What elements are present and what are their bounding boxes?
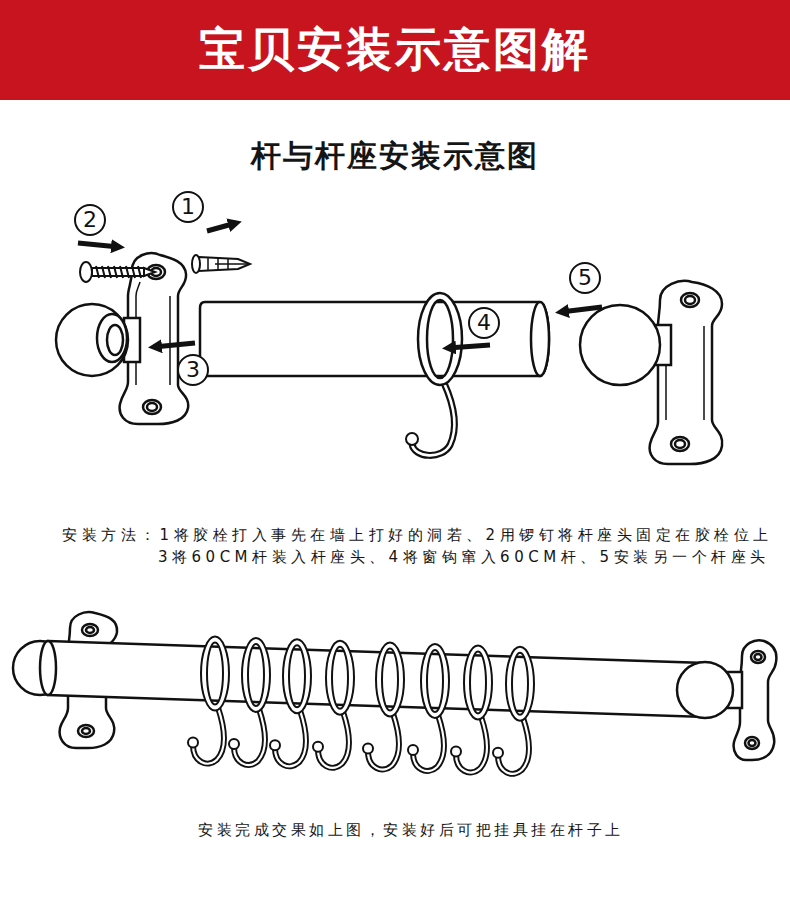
assembled-rod (751, 651, 765, 663)
curtain-hooks (408, 644, 449, 771)
curtain-hooks (188, 637, 229, 764)
curtain-hook (406, 433, 418, 445)
assembled-rod (40, 641, 56, 695)
right-bracket (580, 305, 660, 385)
curtain-hooks (493, 647, 534, 774)
assembled-rod (749, 740, 756, 746)
curtain-hooks (451, 645, 492, 772)
assembled-rod (755, 654, 762, 660)
curtain-hook (412, 383, 454, 455)
left-bracket (120, 253, 189, 424)
left-bracket (107, 325, 123, 355)
assembled-rod (86, 627, 94, 633)
screw (80, 262, 92, 282)
callout-number: 4 (477, 312, 491, 334)
left-bracket (56, 304, 128, 376)
callout-number: 5 (578, 267, 592, 289)
assembled-rod (745, 737, 759, 749)
wall-anchor (192, 255, 200, 273)
wall-anchor (208, 258, 250, 271)
screw (92, 268, 144, 276)
assembled-rod (13, 612, 776, 760)
curtain-hook (412, 383, 454, 455)
wall-anchor (192, 255, 250, 273)
callout-number: 5 (569, 262, 601, 294)
assembled-rod (677, 662, 733, 718)
left-bracket (56, 253, 188, 424)
direction-arrow (78, 223, 602, 348)
curtain-hooks (363, 643, 404, 770)
callout-number: 2 (83, 209, 97, 231)
curtain-hooks (313, 641, 354, 768)
callout-number: 3 (177, 354, 209, 386)
right-bracket (685, 296, 695, 304)
callout-number: 4 (468, 307, 500, 339)
curtain-hook (406, 293, 462, 455)
wall-anchor (199, 257, 250, 271)
screw (96, 266, 141, 278)
callout-number: 2 (74, 204, 106, 236)
section-heading: 杆与杆座安装示意图 (0, 136, 790, 177)
callout-number: 3 (186, 359, 200, 381)
direction-arrow (207, 223, 236, 231)
left-bracket (147, 403, 157, 411)
curtain-hook (418, 293, 462, 385)
direction-arrow (78, 243, 119, 247)
assembled-rod (82, 728, 90, 734)
caption-text: 安装完成交果如上图，安装好后可把挂具挂在杆子上 (198, 821, 624, 840)
direction-arrow (561, 307, 602, 312)
right-bracket (650, 281, 723, 464)
rod (531, 302, 549, 376)
rod (200, 302, 549, 376)
curtain-hooks (270, 639, 311, 766)
curtain-hooks (229, 638, 270, 765)
page-title: 宝贝安装示意图解 (0, 0, 790, 100)
instruction-text: 安装方法：1将胶栓打入事先在墙上打好的洞若、2用锣钉将杆座头固定在胶栓位上 (62, 526, 773, 545)
title-band (0, 0, 790, 100)
left-bracket (143, 400, 161, 414)
right-bracket (681, 293, 699, 307)
curtain-hooks (188, 637, 534, 774)
direction-arrow (154, 343, 195, 347)
rod (200, 302, 549, 376)
right-bracket (671, 437, 689, 451)
assembled-rod (78, 725, 94, 737)
callout-number: 1 (181, 196, 195, 218)
instruction-text: 3将60CM杆装入杆座头、4将窗钩窜入60CM杆、5安装另一个杆座头 (158, 548, 770, 567)
screw (144, 268, 155, 276)
callout-number: 1 (172, 191, 204, 223)
left-bracket (97, 314, 127, 362)
right-bracket (675, 440, 685, 448)
screw (80, 262, 155, 282)
assembled-rod (82, 624, 98, 636)
direction-arrow (448, 345, 490, 348)
